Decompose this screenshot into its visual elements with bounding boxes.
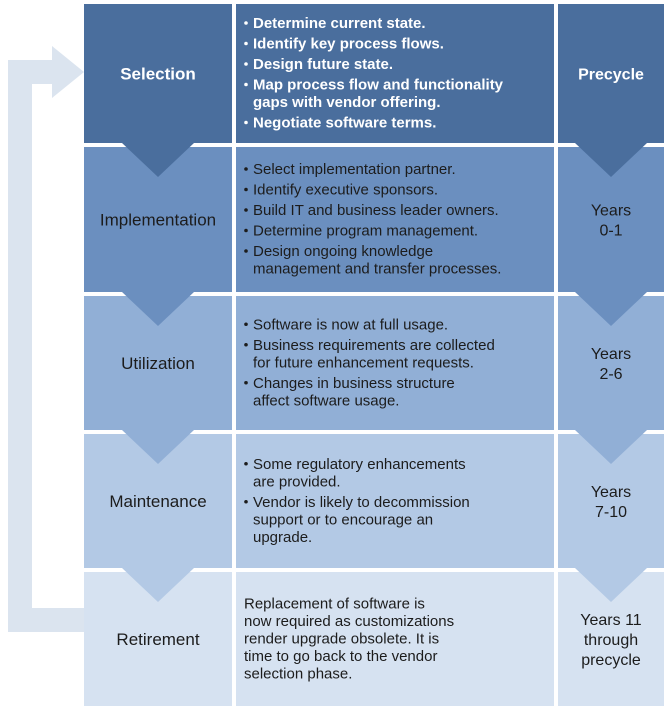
bullet-text-line: Identify executive sponsors. — [253, 182, 438, 199]
bullet-text-line: Determine program management. — [253, 223, 478, 240]
timing-label-line: 7-10 — [595, 504, 627, 521]
timing-label-line: 2-6 — [599, 366, 622, 383]
bullet-text-line: Map process flow and functionality — [253, 77, 504, 94]
bullet-dot — [244, 499, 248, 504]
bullet-text-line: affect software usage. — [253, 392, 399, 409]
phase-chevron — [122, 292, 194, 326]
loop-arrow-shape — [8, 46, 84, 632]
bullet-text-line: Vendor is likely to decommission — [253, 494, 470, 511]
bullet-text-line: Select implementation partner. — [253, 161, 456, 178]
description-cell — [236, 572, 554, 706]
timing-chevron — [575, 430, 647, 464]
bullet-text-line: Identify key process flows. — [253, 36, 444, 53]
bullet-text-line: Negotiate software terms. — [253, 115, 436, 132]
timing-chevron — [575, 568, 647, 602]
bullet-dot — [244, 380, 248, 385]
timing-chevron — [575, 292, 647, 326]
description-cell — [236, 147, 554, 292]
phase-label: Selection — [120, 65, 196, 84]
phase-label: Implementation — [100, 211, 216, 230]
paragraph-text-line: time to go back to the vendor — [244, 648, 437, 665]
bullet-text-line: management and transfer processes. — [253, 261, 501, 278]
phase-label: Utilization — [121, 354, 195, 373]
phase-chevron — [122, 568, 194, 602]
stage-text: Selection Precycle Determine current state… — [100, 15, 644, 682]
bullet-text-line: support or to encourage an — [253, 511, 433, 528]
paragraph-text-line: render upgrade obsolete. It is — [244, 630, 439, 647]
bullet-dot — [244, 249, 248, 253]
phase-chevron — [122, 143, 194, 177]
paragraph-text-line: Replacement of software is — [244, 595, 425, 612]
bullet-dot — [244, 461, 248, 466]
bullet-dot — [244, 342, 248, 347]
bullet-dot — [244, 82, 248, 87]
timing-label-line: Years — [591, 346, 631, 363]
bullet-text-line: upgrade. — [253, 529, 312, 546]
timing-label-line: Years 11 — [580, 612, 641, 629]
bullet-dot — [244, 208, 248, 212]
timing-label-line: Years — [591, 484, 631, 501]
bullet-dot — [244, 41, 248, 46]
lifecycle-stages — [84, 4, 664, 706]
bullet-text-line: Design ongoing knowledge — [253, 243, 433, 260]
bullet-text-line: gaps with vendor offering. — [253, 94, 441, 111]
bullet-text-line: Business requirements are collected — [253, 337, 495, 354]
timing-label-line: Precycle — [578, 67, 644, 84]
phase-cell — [84, 4, 232, 143]
timing-label-line: through — [584, 632, 638, 649]
description-cell — [236, 296, 554, 430]
bullet-text-line: for future enhancement requests. — [253, 354, 474, 371]
bullet-dot — [244, 167, 248, 171]
phase-label: Retirement — [116, 630, 199, 649]
bullet-dot — [244, 187, 248, 192]
phase-chevron — [122, 430, 194, 464]
description-cell — [236, 4, 554, 143]
timing-label-line: 0-1 — [599, 223, 622, 240]
timing-chevron — [575, 143, 647, 177]
bullet-dot — [244, 62, 248, 66]
return-loop-arrow — [8, 46, 84, 632]
timing-label-line: precycle — [581, 652, 641, 669]
stage-chevrons — [122, 143, 647, 602]
phase-label: Maintenance — [109, 492, 206, 511]
timing-label-line: Years — [591, 203, 631, 220]
paragraph-text-line: now required as customizations — [244, 613, 454, 630]
bullet-dot — [244, 120, 248, 125]
timing-cell — [558, 4, 664, 143]
bullet-text-line: Software is now at full usage. — [253, 316, 448, 333]
bullet-text-line: Some regulatory enhancements — [253, 456, 466, 473]
bullet-text-line: are provided. — [253, 473, 341, 490]
bullet-dot — [244, 322, 248, 327]
bullet-dot — [244, 21, 248, 25]
bullet-text-line: Changes in business structure — [253, 375, 455, 392]
bullet-text-line: Determine current state. — [253, 15, 426, 32]
bullet-dot — [244, 228, 248, 233]
bullet-text-line: Build IT and business leader owners. — [253, 202, 499, 219]
paragraph-text-line: selection phase. — [244, 665, 352, 682]
description-cell — [236, 434, 554, 568]
bullet-text-line: Design future state. — [253, 56, 393, 73]
